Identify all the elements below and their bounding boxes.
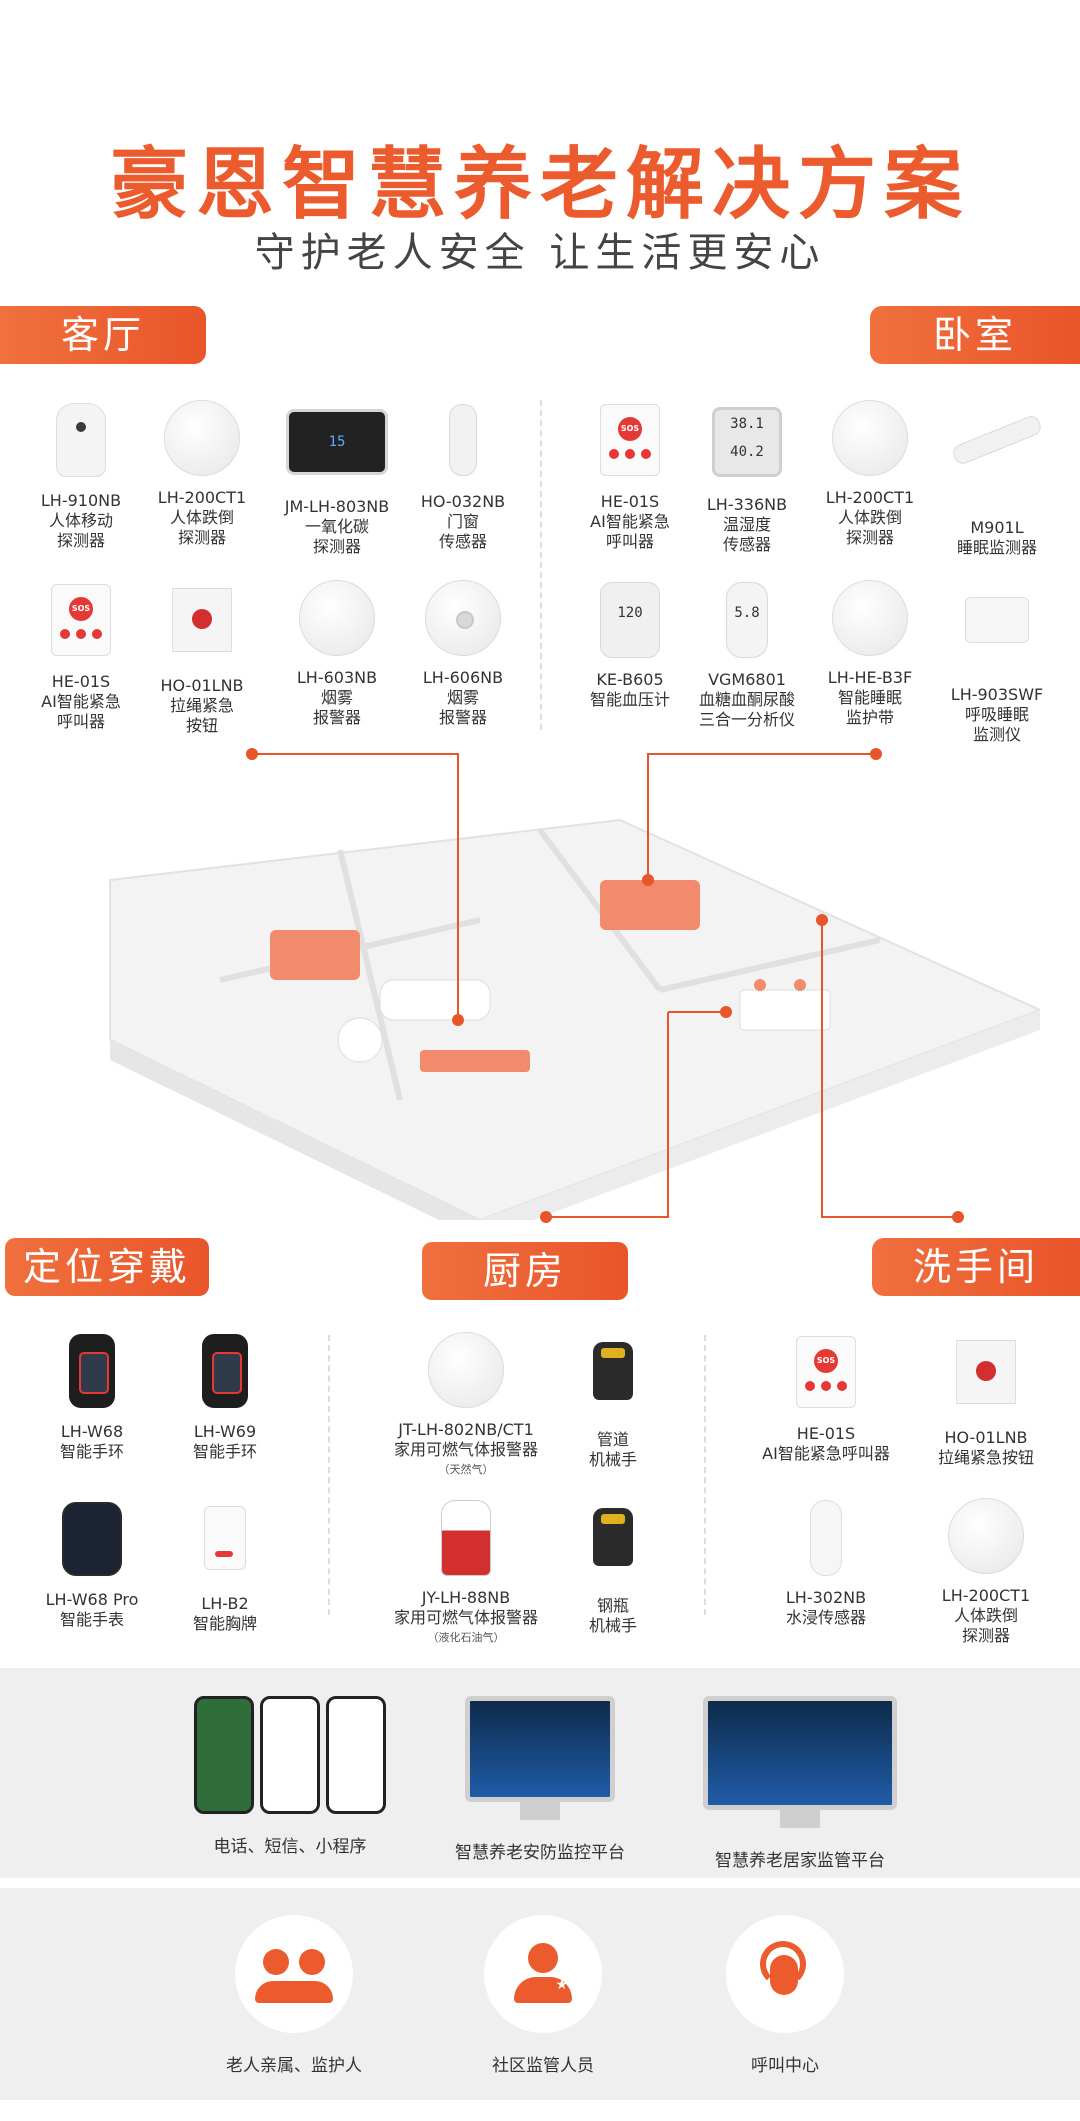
product-ke-b605: 120 KE-B605 智能血压计 [565, 580, 695, 710]
product-lh-w69: LH-W69 智能手环 [160, 1332, 290, 1462]
product-m901l: M901L 睡眠监测器 [932, 400, 1062, 558]
valve-manipulator-icon [593, 1508, 633, 1566]
divider [704, 1335, 706, 1615]
smart-watch-icon [62, 1502, 122, 1576]
product-jt-lh-802nb: JT-LH-802NB/CT1 家用可燃气体报警器 （天然气） [376, 1332, 556, 1480]
sos-button-icon: SOS [600, 404, 660, 476]
fall-detector-icon [948, 1498, 1024, 1574]
phone-icon [190, 1696, 390, 1814]
breathing-monitor-icon [965, 597, 1029, 643]
sleep-belt-icon [832, 580, 908, 656]
platform-phone: 电话、短信、小程序 [190, 1696, 390, 1857]
product-lh-he-b3f: LH-HE-B3F 智能睡眠 监护带 [805, 580, 935, 728]
smoke-alarm-icon [299, 580, 375, 656]
smart-badge-icon [204, 1506, 246, 1570]
smart-band-icon [69, 1334, 115, 1408]
monitor-icon [703, 1696, 897, 1810]
product-jm-lh-803nb: 15 JM-LH-803NB 一氧化碳 探测器 [272, 400, 402, 557]
sleep-monitor-icon [950, 413, 1044, 467]
tab-wearable: 定位穿戴 [5, 1238, 209, 1296]
role-call-center: 呼叫中心 [695, 1915, 875, 2076]
floor-plan-illustration [109, 818, 1040, 1220]
sos-button-icon: SOS [51, 584, 111, 656]
gas-alarm-icon [441, 1500, 491, 1576]
fall-detector-icon [164, 400, 240, 476]
tab-kitchen: 厨房 [422, 1242, 628, 1300]
product-he-01s-bathroom: SOS HE-01S AI智能紧急呼叫器 [736, 1332, 916, 1464]
product-lh-606nb: LH-606NB 烟雾 报警器 [398, 580, 528, 728]
headset-icon [726, 1915, 844, 2033]
tab-bathroom: 洗手间 [872, 1238, 1080, 1296]
product-lh-200ct1-bathroom: LH-200CT1 人体跌倒 探测器 [916, 1498, 1056, 1646]
valve-manipulator-icon [593, 1342, 633, 1400]
page-subtitle: 守护老人安全 让生活更安心 [254, 230, 826, 276]
product-he-01s: SOS HE-01S AI智能紧急 呼叫器 [16, 580, 146, 732]
product-pipe-manipulator: 管道 机械手 [548, 1332, 678, 1470]
supervisor-icon [484, 1915, 602, 2033]
platform-home: 智慧养老居家监管平台 [690, 1696, 910, 1871]
role-community: 社区监管人员 [453, 1915, 633, 2076]
connector-lines [246, 748, 964, 1223]
smoke-alarm-icon [425, 580, 501, 656]
tab-living-room: 客厅 [0, 306, 206, 364]
bed-left [270, 930, 360, 980]
glucose-meter-icon: 5.8 [726, 582, 768, 658]
tab-bedroom: 卧室 [870, 306, 1080, 364]
product-lh-w68-pro: LH-W68 Pro 智能手表 [27, 1498, 157, 1630]
role-relatives: 老人亲属、监护人 [204, 1915, 384, 2076]
product-cylinder-manipulator: 钢瓶 机械手 [548, 1498, 678, 1636]
divider [328, 1335, 330, 1615]
pull-cord-button-icon [956, 1340, 1016, 1404]
product-vgm6801: 5.8 VGM6801 血糖血酮尿酸 三合一分析仪 [682, 580, 812, 730]
product-lh-910nb: LH-910NB 人体移动 探测器 [16, 400, 146, 551]
product-jy-lh-88nb: JY-LH-88NB 家用可燃气体报警器 （液化石油气） [376, 1498, 556, 1648]
pull-cord-button-icon [172, 588, 232, 652]
product-lh-302nb: LH-302NB 水浸传感器 [756, 1498, 896, 1628]
product-lh-903swf: LH-903SWF 呼吸睡眠 监测仪 [932, 580, 1062, 745]
smart-band-icon [202, 1334, 248, 1408]
sos-button-icon: SOS [796, 1336, 856, 1408]
monitor-icon [465, 1696, 615, 1802]
divider [540, 400, 542, 730]
product-lh-200ct1-bedroom: LH-200CT1 人体跌倒 探测器 [805, 400, 935, 548]
product-ho-01lnb-bathroom: HO-01LNB 拉绳紧急按钮 [906, 1332, 1066, 1468]
product-lh-b2: LH-B2 智能胸牌 [160, 1498, 290, 1634]
co-detector-icon: 15 [286, 409, 388, 475]
product-ho-032nb: HO-032NB 门窗 传感器 [398, 400, 528, 552]
water-leak-sensor-icon [810, 1500, 842, 1576]
motion-detector-icon [56, 403, 106, 477]
gas-alarm-icon [428, 1332, 504, 1408]
blood-pressure-monitor-icon: 120 [600, 582, 660, 658]
page-title: 豪恩智慧养老解决方案 [109, 140, 970, 230]
product-ho-01lnb: HO-01LNB 拉绳紧急 按钮 [137, 580, 267, 736]
product-lh-w68: LH-W68 智能手环 [27, 1332, 157, 1462]
fall-detector-icon [832, 400, 908, 476]
family-icon [235, 1915, 353, 2033]
door-sensor-icon [449, 404, 477, 476]
platform-security: 智慧养老安防监控平台 [440, 1696, 640, 1863]
product-lh-603nb: LH-603NB 烟雾 报警器 [272, 580, 402, 728]
product-lh-200ct1: LH-200CT1 人体跌倒 探测器 [137, 400, 267, 548]
product-he-01s-bedroom: SOS HE-01S AI智能紧急 呼叫器 [565, 400, 695, 552]
bed-right [600, 880, 700, 930]
